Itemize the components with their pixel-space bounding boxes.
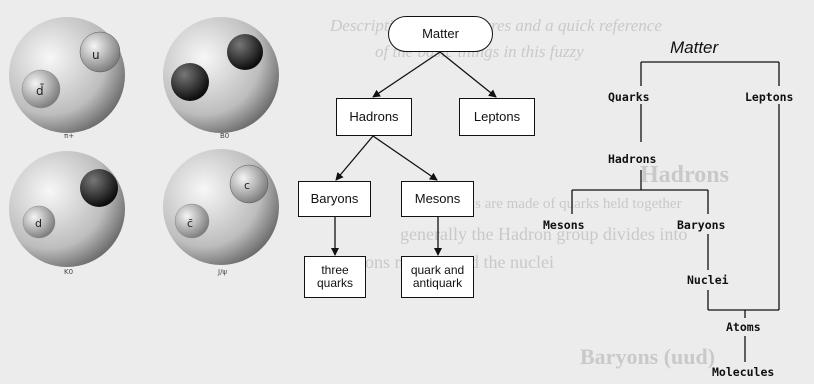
hadrons-label: Hadrons — [605, 152, 660, 166]
particle-sphere: c c̄ J/ψ — [160, 146, 282, 276]
three-quarks-node: three quarks — [304, 256, 366, 298]
particle-label: J/ψ — [218, 268, 228, 276]
quark-label: u — [92, 48, 100, 62]
quark-label: c — [244, 179, 250, 192]
mesons-label: Mesons — [543, 218, 585, 232]
particle-label: K0 — [64, 268, 74, 276]
molecules-label: Molecules — [712, 365, 775, 379]
right-diagram-title: Matter — [670, 38, 719, 57]
background-heading: Hadrons — [640, 162, 729, 188]
particle-label: π+ — [64, 132, 75, 140]
background-text-line: Hadrons are made of quarks held together — [430, 196, 682, 212]
quark-label: d — [35, 217, 42, 230]
quark-antiquark-node: quark and antiquark — [401, 256, 474, 298]
background-heading: Baryons (uud) — [580, 344, 716, 369]
baryons-node: Baryons — [298, 181, 371, 217]
quark-label: d̄ — [36, 84, 44, 98]
atoms-label: Atoms — [724, 320, 763, 334]
matter-node: Matter — [388, 16, 493, 52]
background-text-line: generally the Hadron group divides into — [400, 224, 688, 244]
particle-sphere: B0 — [160, 14, 282, 140]
nuclei-label: Nuclei — [685, 273, 731, 287]
particle-sphere: u d̄ π+ — [6, 14, 128, 140]
mesons-node: Mesons — [401, 181, 474, 217]
quark-label: c̄ — [187, 217, 193, 230]
leptons-label: Leptons — [745, 90, 794, 104]
quarks-label: Quarks — [608, 90, 650, 104]
baryons-label: Baryons — [677, 218, 726, 232]
hadrons-node: Hadrons — [336, 98, 412, 136]
leptons-node: Leptons — [459, 98, 535, 136]
particle-sphere: d K0 — [6, 148, 128, 276]
particle-label: B0 — [220, 132, 230, 140]
